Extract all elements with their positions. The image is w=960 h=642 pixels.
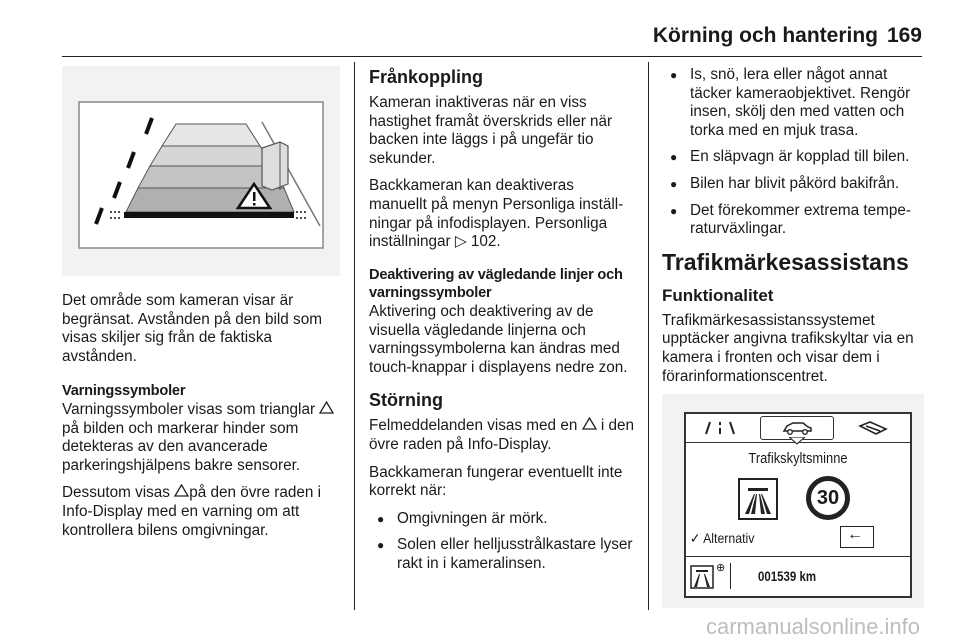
fault-p1-text-b: i den övre raden på Info-Display. [369,417,635,453]
figure-caption: Det område som kameran visar är begränsa… [62,292,322,365]
list-item: Solen eller helljusstrålkastare lyser ra… [369,536,635,573]
fault-paragraph-2: Backkameran fungerar eventuellt inte kor… [369,463,623,500]
display-title: Trafikskyltsminne [748,450,848,467]
tab-pointer [686,414,910,445]
camera-view-drawing [78,101,324,249]
motorway-small-icon [690,565,714,589]
middle-column: Frånkoppling Kameran inaktiveras när en … [369,66,635,582]
page-reference[interactable]: 102. [470,233,501,251]
driver-info-display-illustration: Trafikskyltsminne 30 ✓ Alternativ ← [662,394,924,608]
right-column: Is, snö, lera eller något annat täcker k… [662,66,926,395]
option-row[interactable]: ✓ Alternativ [690,530,754,547]
column-divider-1 [354,62,355,610]
column-divider-2 [648,62,649,610]
section-title: Körning och hantering [652,24,878,47]
speed-limit-sign: 30 [806,476,850,520]
warning-triangle-icon [581,417,597,430]
motorway-icon [745,488,771,514]
car-icon [782,422,812,435]
list-item: Omgivningen är mörk. [369,510,635,529]
back-arrow-icon: ← [847,526,863,543]
rear-camera-illustration [62,66,340,276]
watermark: carmanualsonline.info [705,614,920,639]
lane-assist-icon [705,421,735,435]
fault-paragraph-1: Felmeddelanden visas med en i den övre r… [369,417,635,454]
fault-conditions-list-continued: Is, snö, lera eller något annat täcker k… [662,66,926,239]
warning-symbols-heading: Varningssymboler [62,383,186,400]
display-frame: Trafikskyltsminne 30 ✓ Alternativ ← [684,412,912,598]
left-column: Det område som kameran visar är begränsa… [62,292,344,549]
list-item: Bilen har blivit påkörd bakifrån. [662,175,926,194]
motorway-sign [738,478,778,520]
page-number: 169 [886,24,922,47]
warning-p2-text-a: Dessutom visas [62,484,170,502]
header-rule [62,56,922,57]
page-header: Körning och hantering 169 [0,0,960,60]
page-reference-icon: ▷ [454,233,467,251]
list-item: Is, snö, lera eller något annat täcker k… [662,66,926,140]
traffic-sign-assistant-heading: Trafikmärkesassistans [662,248,909,275]
warning-p1-text-b: på bilden och markerar hinder som detekt… [62,419,301,474]
option-label: Alternativ [703,530,755,546]
warning-symbols-paragraph-2: Dessutom visas på den övre raden i Info-… [62,484,344,540]
list-item: En släpvagn är kopplad till bilen. [662,148,926,167]
back-button[interactable]: ← [840,526,874,548]
deactivation-paragraph-1: Kameran inaktiveras när en viss hastighe… [369,94,613,167]
functionality-paragraph: Trafikmärkesassistanssystemet upptäcker … [662,311,914,385]
deactivation-heading: Frånkoppling [369,67,483,87]
fault-conditions-list: Omgivningen är mörk. Solen eller helljus… [369,510,635,574]
status-bar: ⊕ 001539 km [686,556,910,597]
list-item: Det förekommer extrema tempe-raturväxlin… [662,202,926,239]
functionality-heading: Funktionalitet [662,285,774,305]
checkmark-circle-icon: ✓ [690,530,701,546]
guidelines-paragraph: Aktivering och deaktivering av de visuel… [369,302,628,376]
plus-icon: ⊕ [716,562,726,574]
road-sign-tab-icon[interactable] [858,420,888,436]
warning-p2-text-b: på den övre raden i Info-Display med en … [62,484,322,539]
deactivation-paragraph-2: Backkameran kan deaktiveras manuellt på … [369,177,635,251]
selected-tab-pointer [789,437,805,445]
deactivation-p2-text: Backkameran kan deaktiveras manuellt på … [369,177,624,251]
status-divider [730,563,731,589]
fault-p1-text-a: Felmeddelanden visas med en [369,417,578,435]
fault-heading: Störning [369,390,443,411]
warning-p1-text-a: Varningssymboler visas som trianglar [62,400,316,418]
warning-triangle-icon [174,484,190,497]
guidelines-heading: Deaktivering av vägledande linjer och va… [369,266,623,302]
warning-symbols-paragraph-1: Varningssymboler visas som trianglar på … [62,400,344,475]
warning-triangle-icon [319,400,335,414]
odometer-readout: 001539 km [758,568,817,584]
